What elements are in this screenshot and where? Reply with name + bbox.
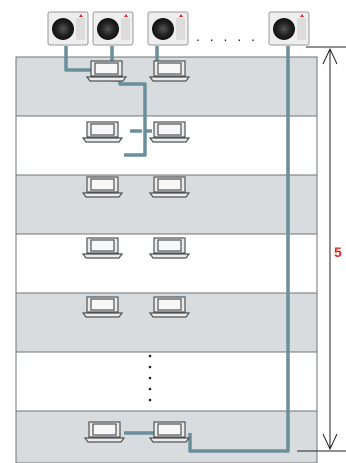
pipe-branch-floor2 (124, 129, 147, 157)
outdoor-unit-icon (92, 11, 134, 46)
indoor-cassette-icon (148, 121, 191, 143)
building (15, 56, 318, 463)
indoor-cassette-icon (148, 296, 191, 318)
outdoor-unit-icon (268, 11, 310, 46)
outdoor-units (47, 11, 310, 46)
pipe-riser (188, 46, 290, 453)
dimension-arrow-icon (297, 46, 346, 452)
indoor-cassette-icon (81, 176, 124, 198)
indoor-cassette-icon (81, 237, 124, 259)
indoor-units (81, 60, 191, 443)
indoor-cassette-icon (148, 421, 191, 443)
outdoor-unit-icon (147, 11, 189, 46)
outdoor-units-ellipsis: . . . . . (196, 28, 259, 44)
pipe-unit1 (64, 46, 94, 72)
indoor-cassette-icon (148, 237, 191, 259)
height-dimension-label: 5 (334, 244, 342, 260)
indoor-cassette-icon (83, 421, 126, 443)
indoor-cassette-icon (148, 176, 191, 198)
indoor-cassette-icon (81, 121, 124, 143)
indoor-cassette-icon (85, 60, 128, 82)
outdoor-unit-icon (47, 11, 89, 46)
indoor-cassette-icon (148, 60, 191, 82)
floor-6 (15, 351, 318, 412)
vertical-ellipsis (148, 354, 152, 402)
indoor-cassette-icon (81, 296, 124, 318)
